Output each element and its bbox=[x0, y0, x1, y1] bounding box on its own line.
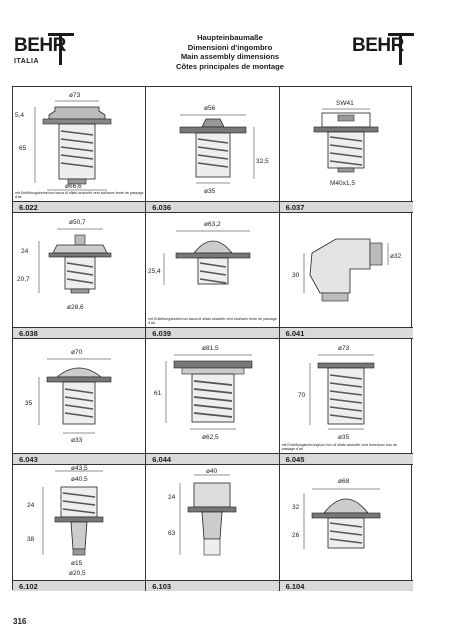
part-code: 6.102 bbox=[13, 580, 146, 591]
dim-label: 32,5 bbox=[256, 158, 269, 165]
dim-label: ø35 bbox=[204, 188, 216, 195]
dim-label: ø63,2 bbox=[204, 221, 221, 228]
page-number: 316 bbox=[13, 617, 27, 626]
thermostat-drawing: ø73 70 ø35 bbox=[298, 345, 374, 441]
dim-label: ø68 bbox=[338, 478, 350, 485]
cell-6038: ø50,7 24 20,7 ø28,6 6.038 bbox=[13, 213, 147, 339]
dim-label: ø28,6 bbox=[67, 304, 84, 311]
part-code: 6.045 bbox=[279, 453, 413, 464]
drawing-grid: ø73 5,4 65 ø66,6 mit Entlüftungskerbe/co… bbox=[12, 86, 413, 591]
header-line-it: Dimensioni d'ingombro bbox=[187, 42, 273, 52]
behr-italia-logo: BEHR ITALIA bbox=[14, 33, 74, 73]
vent-note: mit Entlüftungsbohrung/con foro di sfiat… bbox=[281, 443, 398, 452]
dim-label: SW41 bbox=[336, 100, 354, 107]
logo-stem-right bbox=[399, 33, 402, 65]
thermostat-drawing: ø68 32 26 bbox=[292, 478, 380, 549]
dim-label: ø66,6 bbox=[65, 183, 82, 190]
part-code: 6.103 bbox=[146, 580, 279, 591]
part-code: 6.038 bbox=[13, 327, 146, 338]
dim-label: 35 bbox=[25, 400, 33, 407]
dim-label: ø73 bbox=[338, 345, 350, 352]
header-line-fr: Côtes principales de montage bbox=[175, 61, 285, 71]
page-header: Haupteinbaumaße Dimensioni d'ingombro Ma… bbox=[140, 33, 320, 71]
part-code: 6.043 bbox=[13, 453, 146, 464]
cell-6039: ø63,2 25,4 mit Entlüftungskerbe/con tacc… bbox=[146, 213, 280, 339]
dim-label: 70 bbox=[298, 392, 306, 399]
part-code: 6.041 bbox=[279, 327, 413, 338]
cell-6043: ø70 35 ø33 6.043 bbox=[13, 339, 147, 465]
behr-logo: BEHR bbox=[352, 33, 414, 68]
cell-6102: ø43,5 ø40,5 24 38 ø15 ø20,5 6.102 bbox=[13, 465, 147, 591]
dim-label: ø15 bbox=[71, 560, 83, 567]
dim-label: ø50,7 bbox=[69, 219, 86, 226]
dim-label: ø33 bbox=[71, 437, 83, 444]
thermostat-drawing: ø43,5 ø40,5 24 38 ø15 ø20,5 bbox=[27, 465, 104, 577]
dim-label: ø35 bbox=[338, 434, 350, 441]
thermostat-drawing: ø73 5,4 65 ø66,6 bbox=[15, 92, 112, 191]
dim-label: 38 bbox=[27, 536, 35, 543]
logo-word: BEHR bbox=[14, 35, 66, 56]
dim-label: 61 bbox=[154, 390, 162, 397]
dim-label: ø56 bbox=[204, 105, 216, 112]
cell-6022: ø73 5,4 65 ø66,6 mit Entlüftungskerbe/co… bbox=[13, 87, 147, 213]
cell-6103: ø40 24 63 6.103 bbox=[146, 465, 280, 591]
dim-label: ø40 bbox=[206, 468, 218, 475]
thermostat-drawing: ø70 35 ø33 bbox=[25, 349, 112, 444]
dim-label: ø73 bbox=[69, 92, 81, 99]
thermostat-drawing: ø40 24 63 bbox=[168, 468, 237, 556]
header-line-en: Main assembly dimensions bbox=[180, 52, 280, 61]
housing-drawing: ø32 30 bbox=[292, 238, 402, 302]
dim-label: 24 bbox=[27, 502, 35, 509]
part-code: 6.104 bbox=[279, 580, 413, 591]
dim-label: ø62,5 bbox=[202, 434, 219, 441]
dim-label: 5,4 bbox=[15, 112, 24, 119]
vent-note: mit Entlüftungskerbe/con tacca di sfiato… bbox=[148, 317, 277, 326]
thermostat-drawing: ø56 32,5 ø35 bbox=[179, 105, 269, 195]
part-code: 6.036 bbox=[146, 201, 279, 212]
part-code: 6.039 bbox=[146, 327, 279, 338]
cell-6037: SW41 M40x1,5 6.037 bbox=[279, 87, 413, 213]
thermostat-drawing: ø63,2 25,4 bbox=[148, 221, 251, 285]
dim-label: 63 bbox=[168, 530, 176, 537]
thermostat-drawing: ø81,5 61 ø62,5 bbox=[154, 345, 253, 441]
cell-6104: ø68 32 26 6.104 bbox=[279, 465, 413, 591]
dim-label: 65 bbox=[19, 145, 27, 152]
thermostat-drawing: ø50,7 24 20,7 ø28,6 bbox=[17, 219, 112, 311]
dim-label: 32 bbox=[292, 504, 300, 511]
dim-label: ø32 bbox=[390, 253, 402, 260]
header-line-de: Haupteinbaumaße bbox=[197, 33, 263, 42]
dim-label: 30 bbox=[292, 272, 300, 279]
thermostat-drawing: SW41 M40x1,5 bbox=[313, 100, 378, 187]
cell-6045: ø73 70 ø35 mit Entlüftungsbohrung/con fo… bbox=[279, 339, 413, 465]
dim-label: ø40,5 bbox=[71, 476, 88, 483]
dim-label: 24 bbox=[168, 494, 176, 501]
dim-label: 20,7 bbox=[17, 276, 30, 283]
dim-label: 24 bbox=[21, 248, 29, 255]
logo-stem bbox=[59, 33, 62, 65]
dim-label: 25,4 bbox=[148, 268, 161, 275]
logo-sub: ITALIA bbox=[14, 58, 40, 65]
dim-label: ø70 bbox=[71, 349, 83, 356]
dim-label: ø81,5 bbox=[202, 345, 219, 352]
dim-label: M40x1,5 bbox=[330, 180, 355, 187]
dim-label: ø20,5 bbox=[69, 570, 86, 577]
cell-6044: ø81,5 61 ø62,5 6.044 bbox=[146, 339, 280, 465]
part-code: 6.037 bbox=[279, 201, 413, 212]
part-code: 6.022 bbox=[13, 201, 146, 212]
cell-6041: ø32 30 6.041 bbox=[279, 213, 413, 339]
part-code: 6.044 bbox=[146, 453, 279, 464]
vent-note: mit Entlüftungskerbe/con tacca di sfiato… bbox=[15, 191, 144, 200]
dim-label: 26 bbox=[292, 532, 300, 539]
dim-label: ø43,5 bbox=[71, 465, 88, 472]
logo-word-right: BEHR bbox=[352, 35, 404, 56]
cell-6036: ø56 32,5 ø35 6.036 bbox=[146, 87, 280, 213]
